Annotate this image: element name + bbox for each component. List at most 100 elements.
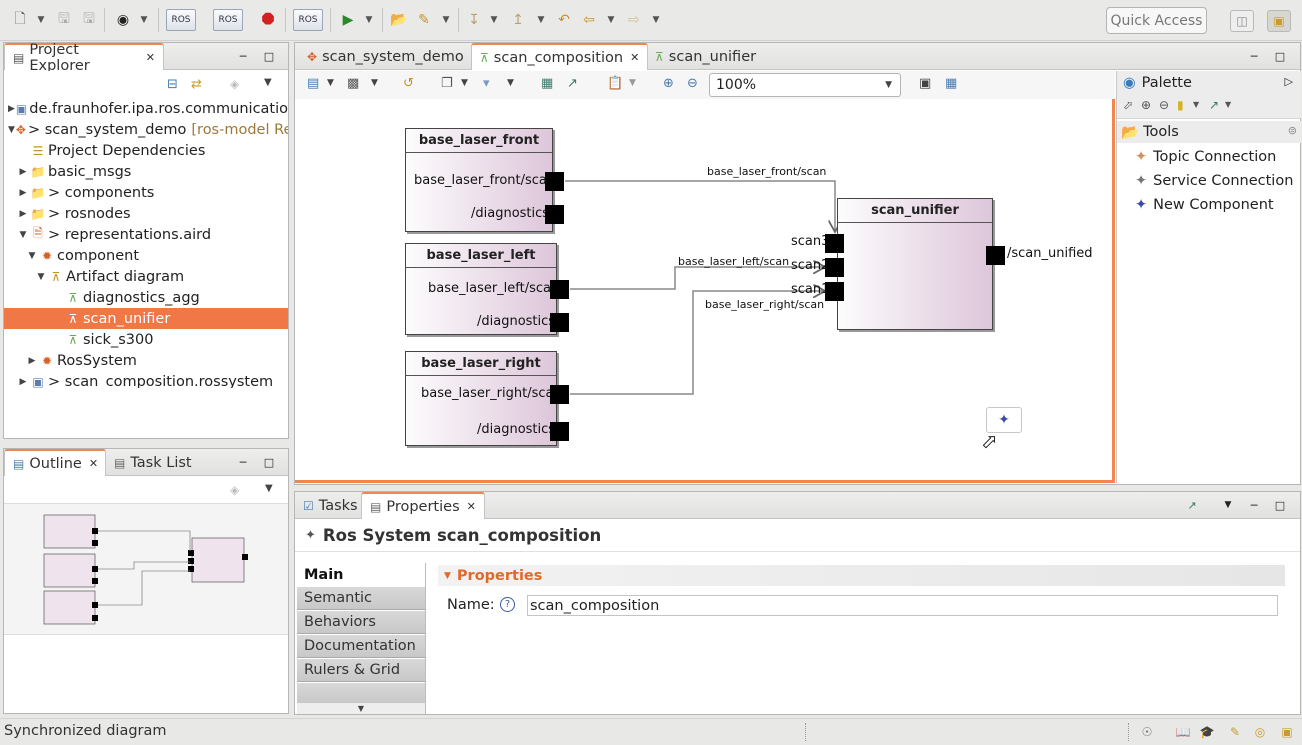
filter-diagram-dropdown-icon[interactable]: ▼ bbox=[507, 78, 514, 88]
minimize-icon[interactable]: ─ bbox=[1250, 498, 1258, 512]
section-properties[interactable]: ▼ Properties bbox=[438, 565, 1285, 586]
link-dropdown-icon[interactable]: ▼ bbox=[1225, 100, 1232, 109]
tab-properties[interactable]: ▤ Properties ✕ bbox=[361, 492, 485, 519]
user-icon[interactable]: ◉ bbox=[116, 12, 130, 28]
tab-scan-unifier[interactable]: ⊼ scan_unifier bbox=[647, 43, 764, 70]
new-icon[interactable]: 🗋 bbox=[14, 11, 26, 27]
user-dropdown-icon[interactable]: ▼ bbox=[140, 15, 148, 25]
copy-format-dropdown-icon[interactable]: ▼ bbox=[461, 78, 468, 88]
next-annotation-dropdown-icon[interactable]: ▼ bbox=[490, 15, 498, 25]
tree-item-de-fraunhofer-ipa-ros-communication[interactable]: ▶▣de.fraunhofer.ipa.ros.communication bbox=[4, 98, 288, 119]
modeling-perspective-icon[interactable]: ▣ bbox=[1267, 10, 1291, 32]
port-front-diagnostics[interactable] bbox=[545, 205, 564, 224]
stop-icon[interactable]: ⯃ bbox=[261, 10, 275, 29]
tree-item-diagnostics-agg[interactable]: ⊼diagnostics_agg bbox=[4, 287, 288, 308]
side-tab-main[interactable]: Main bbox=[297, 563, 425, 586]
palette-item-service-connection[interactable]: ✦ Service Connection bbox=[1135, 170, 1293, 192]
paste-dropdown-icon[interactable]: ▼ bbox=[629, 78, 636, 88]
outline-thumbnail[interactable] bbox=[4, 503, 288, 635]
paste-icon[interactable]: 📋 bbox=[607, 76, 624, 91]
port-unifier-scan1[interactable] bbox=[825, 282, 844, 301]
outline-filter-icon[interactable]: ◈ bbox=[230, 483, 240, 497]
arrange-dropdown-icon[interactable]: ▼ bbox=[327, 78, 334, 88]
side-tab-behaviors[interactable]: Behaviors bbox=[297, 611, 425, 634]
pen-icon[interactable]: ✎ bbox=[418, 12, 430, 28]
tree-item-components[interactable]: ▶📁> components bbox=[4, 182, 288, 203]
pen-dropdown-icon[interactable]: ▼ bbox=[442, 15, 450, 25]
palette-item-new-component[interactable]: ✦ New Component bbox=[1135, 194, 1274, 216]
collapse-palette-icon[interactable]: ▷ bbox=[1284, 75, 1293, 88]
zoom-dropdown-icon[interactable]: ▼ bbox=[885, 80, 892, 90]
side-tab-documentation[interactable]: Documentation bbox=[297, 635, 425, 658]
expanded-arrow-icon[interactable]: ▼ bbox=[37, 271, 45, 282]
collapsed-arrow-icon[interactable]: ▶ bbox=[19, 376, 27, 387]
popup-bar[interactable]: ✦ bbox=[986, 407, 1022, 433]
tab-scan-system-demo[interactable]: ✥ scan_system_demo bbox=[299, 43, 472, 70]
arrange-icon[interactable]: ▤ bbox=[307, 76, 320, 91]
maximize-icon[interactable]: □ bbox=[1274, 498, 1286, 512]
back-icon[interactable]: ⇦ bbox=[583, 12, 595, 28]
name-field[interactable]: scan_composition bbox=[527, 595, 1278, 616]
filter-icon[interactable]: ◈ bbox=[230, 77, 240, 91]
toolbox-icon[interactable]: ▣ bbox=[1281, 725, 1293, 739]
help-contents-icon[interactable]: ◎ bbox=[1254, 725, 1266, 739]
edge-left[interactable] bbox=[570, 267, 825, 290]
tree-item-rosnodes[interactable]: ▶📁> rosnodes bbox=[4, 203, 288, 224]
layers-icon[interactable]: ▦ bbox=[541, 76, 554, 91]
select-tool-icon[interactable]: ⬀ bbox=[1123, 98, 1134, 112]
export-icon[interactable]: ↗ bbox=[567, 76, 578, 91]
minimize-icon[interactable]: ─ bbox=[1250, 49, 1258, 63]
open-folder-icon[interactable]: 📂 bbox=[390, 12, 408, 28]
port-right-diagnostics[interactable] bbox=[550, 422, 569, 441]
fast-view-icon[interactable]: ☉ bbox=[1141, 725, 1153, 739]
ros-button-2[interactable]: ROS bbox=[213, 9, 243, 31]
note-tool-icon[interactable]: ▮ bbox=[1177, 98, 1184, 112]
zoom-combo[interactable]: 100% ▼ bbox=[709, 73, 901, 97]
open-perspective-icon[interactable]: ◫ bbox=[1230, 10, 1254, 32]
node-base-laser-right[interactable]: base_laser_right bbox=[405, 351, 557, 446]
maximize-icon[interactable]: □ bbox=[263, 455, 275, 469]
close-icon[interactable]: ✕ bbox=[466, 500, 476, 513]
tree-item-basic-msgs[interactable]: ▶📁basic_msgs bbox=[4, 161, 288, 182]
tree-item-component[interactable]: ▼✹component bbox=[4, 245, 288, 266]
collapsed-arrow-icon[interactable]: ▶ bbox=[19, 187, 27, 198]
link-editor-icon[interactable]: ⇄ bbox=[191, 77, 202, 92]
port-left-diagnostics[interactable] bbox=[550, 313, 569, 332]
help-icon[interactable]: ? bbox=[500, 597, 515, 612]
prev-annotation-icon[interactable]: ↥ bbox=[512, 12, 524, 28]
side-tab-semantic[interactable]: Semantic bbox=[297, 587, 425, 610]
close-icon[interactable]: ✕ bbox=[88, 457, 99, 470]
new-dropdown-icon[interactable]: ▼ bbox=[37, 15, 45, 25]
tree-item-project-dependencies[interactable]: ☰Project Dependencies bbox=[4, 140, 288, 161]
node-base-laser-left[interactable]: base_laser_left bbox=[405, 243, 557, 335]
select-all-icon[interactable]: ▩ bbox=[347, 76, 360, 91]
tree-item-sick-s300[interactable]: ⊼sick_s300 bbox=[4, 329, 288, 350]
node-scan-unifier[interactable]: scan_unifier bbox=[837, 198, 993, 330]
next-annotation-icon[interactable]: ↧ bbox=[468, 12, 480, 28]
save-all-icon[interactable]: 🖫 bbox=[83, 11, 95, 27]
wand-icon[interactable]: ✎ bbox=[1229, 725, 1241, 739]
minimize-icon[interactable]: ─ bbox=[239, 49, 247, 63]
minimize-icon[interactable]: ─ bbox=[239, 455, 247, 469]
back-dropdown-icon[interactable]: ▼ bbox=[607, 15, 615, 25]
port-unifier-scan3[interactable] bbox=[825, 234, 844, 253]
edge-right[interactable] bbox=[570, 291, 825, 395]
save-icon[interactable]: 🖫 bbox=[58, 11, 70, 27]
camera-icon[interactable]: ▣ bbox=[919, 76, 932, 91]
filter-diagram-icon[interactable]: ▾ bbox=[483, 76, 490, 91]
zoom-out-tool-icon[interactable]: ⊖ bbox=[1159, 98, 1170, 112]
link-tool-icon[interactable]: ↗ bbox=[1209, 98, 1220, 112]
collapsed-arrow-icon[interactable]: ▶ bbox=[19, 208, 27, 219]
forward-dropdown-icon[interactable]: ▼ bbox=[652, 15, 660, 25]
refresh-icon[interactable]: ↺ bbox=[403, 76, 414, 91]
side-tab-rulers-grid[interactable]: Rulers & Grid bbox=[297, 659, 425, 682]
collapsed-arrow-icon[interactable]: ▶ bbox=[8, 103, 15, 114]
zoom-out-icon[interactable]: ⊖ bbox=[687, 76, 698, 91]
tab-tasks[interactable]: ☑ Tasks bbox=[295, 492, 366, 519]
close-icon[interactable]: ✕ bbox=[630, 51, 640, 64]
collapsed-arrow-icon[interactable]: ▶ bbox=[28, 355, 36, 366]
documentation-icon[interactable]: 📖 bbox=[1175, 725, 1191, 739]
zoom-in-icon[interactable]: ⊕ bbox=[663, 76, 674, 91]
port-unifier-scan2[interactable] bbox=[825, 258, 844, 277]
pin-view-icon[interactable]: ↗ bbox=[1187, 498, 1197, 512]
